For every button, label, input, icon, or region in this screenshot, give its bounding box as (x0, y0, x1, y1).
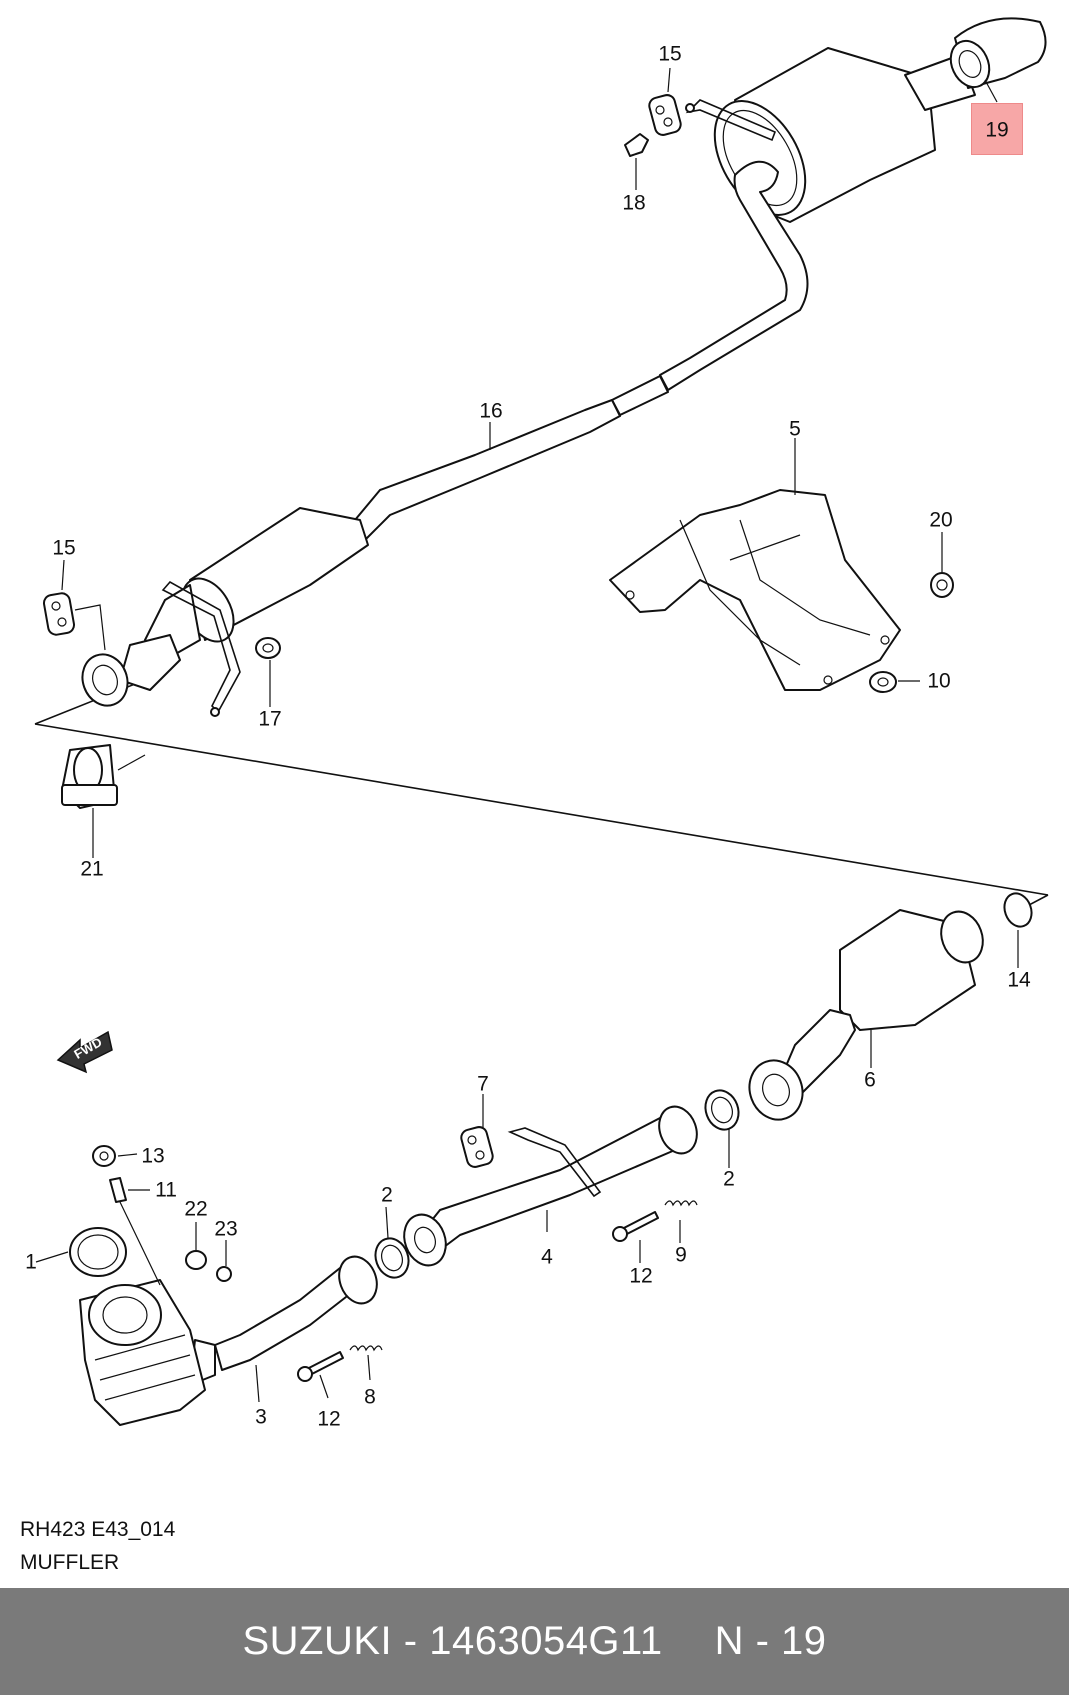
hanger-7 (460, 1126, 494, 1168)
nut-22 (185, 1250, 207, 1270)
callout-4[interactable]: 4 (541, 1245, 553, 1269)
clip-18 (624, 133, 649, 157)
parts-diagram: FWD 19 15 18 16 5 20 15 10 17 21 14 6 7 … (20, 17, 1049, 1574)
hanger-21 (61, 744, 146, 809)
callout-12-upper[interactable]: 12 (629, 1264, 653, 1288)
diagram-code: RH423 E43_014 (20, 1518, 176, 1541)
callout-9[interactable]: 9 (675, 1243, 687, 1267)
nut-13 (92, 1145, 116, 1167)
callout-13[interactable]: 13 (141, 1144, 165, 1168)
rear-muffler (685, 47, 976, 223)
callout-2-left[interactable]: 2 (381, 1183, 393, 1207)
callout-19[interactable]: 19 (985, 118, 1009, 142)
callout-8[interactable]: 8 (364, 1385, 376, 1409)
footer-bar: SUZUKI - 1463054G11 N - 19 (0, 1588, 1069, 1695)
bolt-12-upper (612, 1211, 659, 1242)
diagram-title: MUFFLER (20, 1551, 120, 1574)
gasket-2-right (704, 1089, 740, 1131)
nut-17 (255, 637, 281, 659)
callout-6[interactable]: 6 (864, 1068, 876, 1092)
callout-22[interactable]: 22 (184, 1197, 208, 1221)
stud-11 (109, 1177, 161, 1286)
callout-5[interactable]: 5 (789, 417, 801, 441)
nut-10 (869, 671, 897, 693)
front-pipe (403, 1105, 698, 1267)
callout-23[interactable]: 23 (214, 1217, 238, 1241)
exhaust-manifold (79, 1279, 206, 1426)
callout-2-right[interactable]: 2 (723, 1167, 735, 1191)
spring-8 (349, 1345, 383, 1352)
bolt-12-lower (297, 1351, 344, 1382)
separator-lines (34, 671, 1049, 916)
callout-17[interactable]: 17 (258, 707, 282, 731)
spring-9 (664, 1200, 698, 1207)
hanger-15-top (648, 94, 682, 136)
center-pipe-resonator (81, 399, 621, 717)
footer-reference: N - 19 (714, 1619, 827, 1663)
callout-3[interactable]: 3 (255, 1405, 267, 1429)
gasket-1 (69, 1227, 127, 1277)
leader-lines (35, 67, 1019, 1403)
callout-15-top[interactable]: 15 (658, 42, 682, 66)
callout-16[interactable]: 16 (479, 399, 503, 423)
tail-pipe (611, 160, 809, 416)
tail-pipe-tip (949, 17, 1047, 89)
nut-23 (216, 1266, 232, 1282)
callout-7[interactable]: 7 (477, 1072, 489, 1096)
callout-10[interactable]: 10 (927, 669, 951, 693)
diagram-drawing (34, 17, 1049, 1426)
gasket-14 (1003, 892, 1033, 928)
callout-15-left[interactable]: 15 (52, 536, 76, 560)
callout-20[interactable]: 20 (929, 508, 953, 532)
catalytic-converter (748, 909, 984, 1121)
callout-1[interactable]: 1 (25, 1250, 37, 1274)
heat-shield (609, 489, 901, 691)
fwd-arrow-shape (56, 1030, 113, 1074)
callout-14[interactable]: 14 (1007, 968, 1031, 992)
callout-21[interactable]: 21 (80, 857, 104, 881)
callout-12-lower[interactable]: 12 (317, 1407, 341, 1431)
gasket-2-left (374, 1237, 410, 1279)
callout-18[interactable]: 18 (622, 191, 646, 215)
callout-11[interactable]: 11 (155, 1178, 177, 1202)
nut-20 (930, 572, 954, 598)
footer-part-number: SUZUKI - 1463054G11 (242, 1619, 663, 1663)
hanger-15-left (42, 592, 106, 651)
highlighted-callout-box (971, 103, 1023, 155)
